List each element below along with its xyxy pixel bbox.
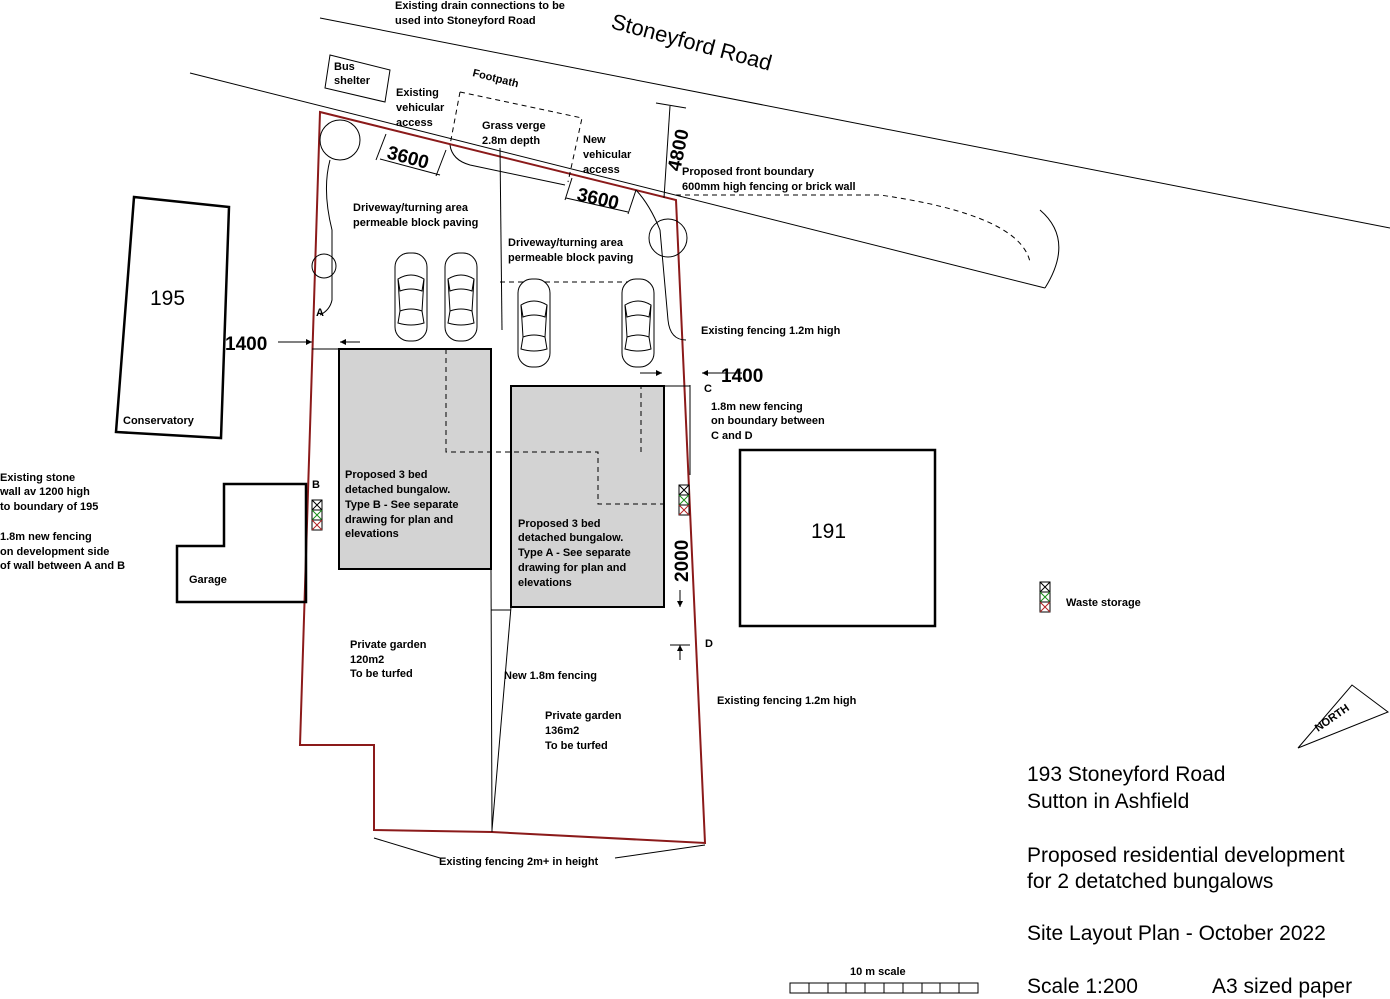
- car-icon: [517, 278, 551, 368]
- fencing-cd-1: 1.8m new fencing: [711, 401, 803, 413]
- bus-shelter-label-2: shelter: [334, 75, 371, 87]
- dividing-fence: [490, 568, 493, 833]
- bungalow-a-3: Type A - See separate: [518, 547, 631, 559]
- proposal-line-2: for 2 detatched bungalows: [1027, 870, 1273, 893]
- car-icon: [621, 278, 655, 368]
- conservatory-label: Conservatory: [123, 415, 195, 427]
- paper-size: A3 sized paper: [1212, 975, 1352, 998]
- footpath-label: Footpath: [471, 67, 520, 90]
- garden-left-1: Private garden: [350, 639, 427, 651]
- house-195-label: 195: [150, 287, 185, 310]
- front-boundary-2: 600mm high fencing or brick wall: [682, 181, 856, 193]
- garden-left-2: 120m2: [350, 654, 384, 666]
- bungalow-a-4: drawing for plan and: [518, 562, 626, 574]
- new-fencing-mid: New 1.8m fencing: [504, 670, 597, 682]
- scale-bar: [789, 982, 979, 994]
- dimension-1400-left: 1400: [225, 334, 267, 355]
- grass-verge-outline: [449, 91, 583, 331]
- bus-shelter: [324, 54, 391, 103]
- bungalow-a-1: Proposed 3 bed: [518, 518, 601, 530]
- new-access-2: vehicular: [583, 149, 632, 161]
- drawing-scale: Scale 1:200: [1027, 975, 1138, 998]
- bungalow-type-a: [510, 385, 665, 608]
- new-access-1: New: [583, 134, 606, 146]
- point-b: B: [312, 479, 320, 491]
- address-line-2: Sutton in Ashfield: [1027, 790, 1189, 813]
- stone-wall-2: wall av 1200 high: [0, 486, 90, 498]
- car-icon: [394, 252, 428, 342]
- driveway-right-1: Driveway/turning area: [508, 237, 624, 249]
- garden-right-2: 136m2: [545, 725, 579, 737]
- driveway-left-1: Driveway/turning area: [353, 202, 469, 214]
- existing-access-1: Existing: [396, 87, 439, 99]
- house-195: [114, 195, 231, 440]
- tree-icon: [648, 218, 688, 258]
- north-label: NORTH: [1313, 702, 1352, 734]
- new-access-3: access: [583, 164, 620, 176]
- bungalow-b-3: Type B - See separate: [345, 499, 459, 511]
- bungalow-b-1: Proposed 3 bed: [345, 469, 428, 481]
- waste-storage-legend-icon: [1039, 581, 1051, 613]
- road-lines: [189, 17, 1390, 289]
- bungalow-b-5: elevations: [345, 528, 399, 540]
- bungalow-type-b: [338, 348, 492, 570]
- dimension-3600-new: 3600: [575, 184, 621, 214]
- existing-fencing-rear: Existing fencing 2m+ in height: [439, 856, 599, 868]
- stone-wall-1: Existing stone: [0, 472, 75, 484]
- dim-access-new: 3600: [564, 177, 637, 214]
- fencing-cd-2: on boundary between: [711, 415, 825, 427]
- driveway-left-2: permeable block paving: [353, 217, 478, 229]
- tree-icon: [319, 119, 361, 161]
- existing-access-3: access: [396, 117, 433, 129]
- house-191: [738, 448, 937, 628]
- stone-wall-3: to boundary of 195: [0, 501, 98, 513]
- site-boundary: [298, 110, 707, 845]
- bungalow-a-5: elevations: [518, 577, 572, 589]
- bus-shelter-label-1: Bus: [334, 61, 355, 73]
- tree-icon: [311, 253, 337, 279]
- road-name: Stoneyford Road: [609, 9, 775, 76]
- waste-storage-b: [311, 499, 323, 531]
- front-boundary-1: Proposed front boundary: [682, 166, 815, 178]
- bungalow-b-4: drawing for plan and: [345, 514, 453, 526]
- garage-label: Garage: [189, 574, 227, 586]
- proposal-line-1: Proposed residential development: [1027, 844, 1345, 867]
- waste-storage-a: [678, 484, 690, 516]
- drain-note-2: used into Stoneyford Road: [395, 15, 536, 27]
- car-icon: [444, 252, 478, 342]
- point-c: C: [704, 383, 712, 395]
- driveway-right-2: permeable block paving: [508, 252, 633, 264]
- scale-bar-label: 10 m scale: [850, 966, 906, 978]
- bungalow-a-2: detached bungalow.: [518, 532, 623, 544]
- house-191-label: 191: [811, 520, 846, 543]
- drawing-title: Site Layout Plan - October 2022: [1027, 922, 1326, 945]
- fencing-ab-3: of wall between A and B: [0, 560, 125, 572]
- dimension-1400-right: 1400: [721, 366, 763, 387]
- bungalow-b-2: detached bungalow.: [345, 484, 450, 496]
- fencing-cd-3: C and D: [711, 430, 753, 442]
- existing-access-2: vehicular: [396, 102, 445, 114]
- address-line-1: 193 Stoneyford Road: [1027, 763, 1225, 786]
- grass-verge-1: Grass verge: [482, 120, 546, 132]
- garden-left-3: To be turfed: [350, 668, 413, 680]
- fencing-ab-1: 1.8m new fencing: [0, 531, 92, 543]
- grass-verge-2: 2.8m depth: [482, 135, 540, 147]
- garden-right-1: Private garden: [545, 710, 622, 722]
- existing-fencing-right: Existing fencing 1.2m high: [701, 325, 841, 337]
- dimension-2000: 2000: [672, 540, 693, 582]
- existing-fencing-bottom-right: Existing fencing 1.2m high: [717, 695, 857, 707]
- point-a: A: [316, 307, 324, 319]
- point-d: D: [705, 638, 713, 650]
- drain-note-1: Existing drain connections to be: [395, 0, 565, 12]
- waste-storage-label: Waste storage: [1066, 597, 1141, 609]
- garden-right-3: To be turfed: [545, 740, 608, 752]
- garage: [175, 482, 308, 604]
- fencing-ab-2: on development side: [0, 546, 109, 558]
- north-arrow-icon: [1297, 684, 1390, 749]
- dimension-3600-existing: 3600: [385, 143, 431, 174]
